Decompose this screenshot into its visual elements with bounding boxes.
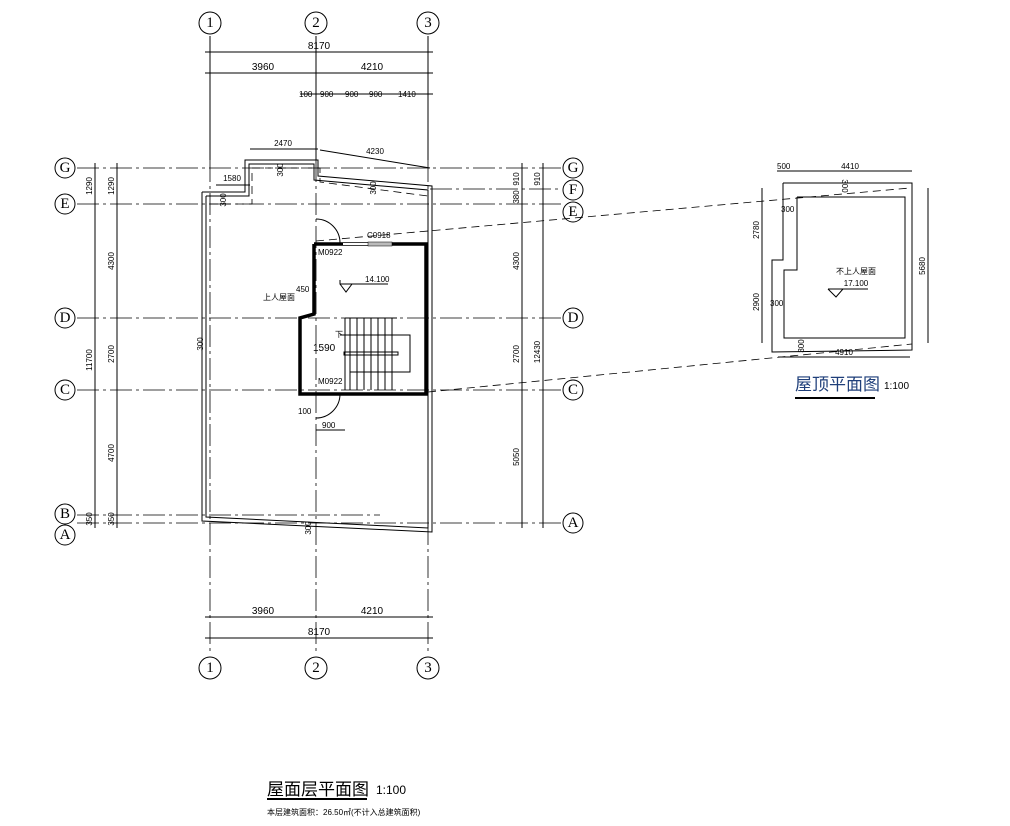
dim-left: 2700 — [107, 345, 116, 363]
dim-total-bottom: 8170 — [308, 627, 331, 638]
dim-bay-2-bottom: 4210 — [361, 606, 384, 617]
dim-misc: 450 — [296, 285, 310, 294]
window-label: C0918 — [367, 231, 391, 240]
axis-label: C — [60, 382, 70, 398]
dim-left: 350 — [107, 512, 116, 526]
dim-bay-2: 4210 — [361, 62, 384, 73]
dim-left: 4700 — [107, 444, 116, 462]
axis-label: E — [568, 204, 577, 220]
axis-label: 2 — [312, 660, 320, 676]
dim-wall: 300 — [797, 339, 806, 353]
dim-right: 5050 — [512, 448, 521, 466]
dim-left: 350 — [85, 512, 94, 526]
dim-roof: 4910 — [835, 348, 853, 357]
axis-label: 2 — [312, 15, 320, 31]
dim-misc: 1590 — [313, 343, 336, 354]
stair-down-label: 下 — [335, 330, 343, 339]
dim-detail: 900 — [369, 90, 383, 99]
dim-detail: 1410 — [398, 90, 416, 99]
axis-label: C — [568, 382, 578, 398]
dim-left: 1290 — [107, 177, 116, 195]
dim-bay-1: 3960 — [252, 62, 275, 73]
main-plan-title: 屋面层平面图 — [267, 780, 369, 800]
main-plan-scale: 1:100 — [376, 783, 406, 797]
axis-label: 1 — [206, 15, 214, 31]
dim-misc: 100 — [298, 407, 312, 416]
dim-left: 11700 — [85, 349, 94, 371]
axis-label: 3 — [424, 15, 432, 31]
dim-roof: 2900 — [752, 293, 761, 311]
dim-total-top: 8170 — [308, 41, 331, 52]
dim-roof: 5680 — [918, 257, 927, 275]
dim-parapet: 1580 — [223, 174, 241, 183]
dim-wall: 300 — [781, 205, 795, 214]
dim-wall: 300 — [369, 181, 378, 195]
projection-line — [315, 187, 911, 242]
dim-misc: 900 — [322, 421, 336, 430]
door-label: M0922 — [318, 248, 343, 257]
dim-right: 12430 — [533, 340, 542, 363]
dim-right: 4300 — [512, 252, 521, 270]
dim-left: 4300 — [107, 252, 116, 270]
door-label: M0922 — [318, 377, 343, 386]
axis-label: A — [568, 515, 579, 531]
dim-detail: 100 — [299, 90, 313, 99]
elevation-label: 17.100 — [844, 279, 869, 288]
projection-line — [427, 343, 913, 393]
dim-wall: 300 — [196, 337, 205, 351]
axis-label: G — [60, 160, 71, 176]
axis-label: D — [60, 310, 71, 326]
left-dimensions: 1290 11700 350 1290 4300 2700 4700 350 — [85, 163, 118, 528]
dim-parapet: 2470 — [274, 139, 292, 148]
elevation-label: 14.100 — [365, 275, 390, 284]
dim-left: 1290 — [85, 177, 94, 195]
axis-label: 1 — [206, 660, 214, 676]
dim-wall: 300 — [219, 193, 228, 207]
dim-parapet: 4230 — [366, 147, 384, 156]
parapet-outline: 2470 4230 1580 300 300 300 300 300 — [196, 139, 433, 535]
dim-wall: 300 — [770, 299, 784, 308]
area-note: 本层建筑面积：26.50㎡(不计入总建筑面积) — [267, 807, 421, 817]
dim-right: 380 — [512, 190, 521, 204]
dim-detail: 900 — [320, 90, 334, 99]
roof-plan-scale: 1:100 — [884, 381, 909, 392]
dim-right: 2700 — [512, 345, 521, 363]
axis-label: 3 — [424, 660, 432, 676]
stair-treads — [340, 317, 411, 390]
dim-detail: 900 — [345, 90, 359, 99]
dim-right: 910 — [512, 172, 521, 186]
axis-label: F — [569, 182, 577, 198]
right-dimensions: 910 380 4300 2700 5050 910 12430 — [512, 163, 544, 528]
dim-roof: 500 — [777, 162, 791, 171]
roof-plan: 500 4410 2780 2900 5680 4910 300 300 300… — [752, 162, 929, 399]
roof-label: 上人屋面 — [263, 293, 295, 302]
top-dimensions: 8170 3960 4210 100 900 900 900 1410 — [205, 41, 433, 99]
dim-wall: 300 — [304, 521, 313, 535]
roof-plan-title: 屋顶平面图 — [795, 375, 880, 395]
axis-bubbles: 1 2 3 1 2 3 G E D C B A G F E D C A — [54, 11, 584, 680]
axis-label: G — [568, 160, 579, 176]
dim-wall: 300 — [840, 179, 849, 193]
dim-roof: 4410 — [841, 162, 859, 171]
roof-label: 不上人屋面 — [836, 267, 876, 276]
dim-roof: 2780 — [752, 221, 761, 239]
axis-label: D — [568, 310, 579, 326]
main-plan-title-block: 屋面层平面图 1:100 本层建筑面积：26.50㎡(不计入总建筑面积) — [267, 780, 421, 817]
bottom-dimensions: 3960 4210 8170 — [205, 606, 433, 639]
dim-right: 910 — [533, 172, 542, 186]
axis-label: B — [60, 506, 70, 522]
dim-bay-1-bottom: 3960 — [252, 606, 275, 617]
axis-label: A — [60, 527, 71, 543]
axis-label: E — [60, 196, 69, 212]
stair-core: 14.100 M0922 M0922 C0918 上人屋面 450 下 1590… — [263, 218, 428, 431]
dim-wall: 300 — [276, 163, 285, 177]
